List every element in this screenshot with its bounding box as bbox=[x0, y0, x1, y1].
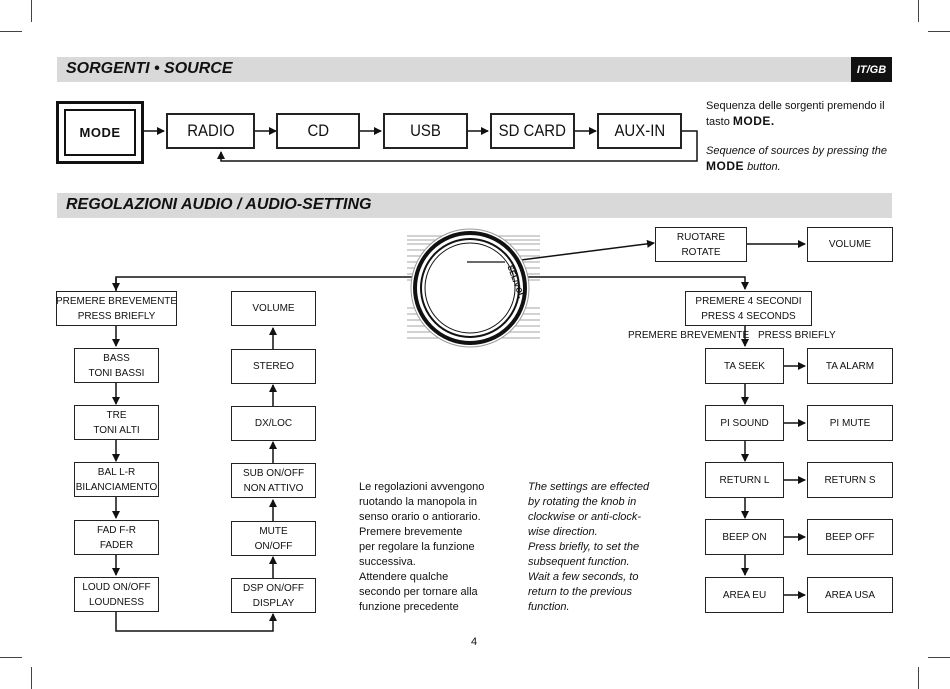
crop-mark bbox=[0, 657, 22, 658]
mode-word: MODE. bbox=[732, 114, 775, 128]
beep-on-box: BEEP ON bbox=[705, 519, 784, 555]
source-cd: CD bbox=[276, 113, 360, 149]
crop-mark bbox=[918, 0, 919, 22]
mode-button[interactable]: MODE bbox=[56, 101, 144, 164]
crop-mark bbox=[31, 0, 32, 22]
area-eu-box: AREA EU bbox=[705, 577, 784, 613]
volume-box: VOLUME bbox=[231, 291, 316, 326]
stereo-box: STEREO bbox=[231, 349, 316, 384]
page-number: 4 bbox=[471, 636, 478, 648]
return-l-box: RETURN L bbox=[705, 462, 784, 498]
crop-mark bbox=[0, 31, 22, 32]
notes-gb: The settings are effected by rotating th… bbox=[528, 481, 650, 613]
pi-mute-box: PI MUTE bbox=[807, 405, 893, 441]
crop-mark bbox=[918, 667, 919, 689]
crop-mark bbox=[928, 31, 950, 32]
return-s-box: RETURN S bbox=[807, 462, 893, 498]
area-usa-box: AREA USA bbox=[807, 577, 893, 613]
ta-alarm-box: TA ALARM bbox=[807, 348, 893, 384]
ta-seek-box: TA SEEK bbox=[705, 348, 784, 384]
sources-header-bar: SORGENTI • SOURCE bbox=[57, 57, 892, 82]
volume-box-rotate: VOLUME bbox=[807, 227, 893, 262]
press-briefly-box: PREMERE BREVEMENTE PRESS BRIEFLY bbox=[56, 291, 177, 326]
source-radio: RADIO bbox=[166, 113, 255, 149]
lang-badge: IT/GB bbox=[851, 57, 892, 82]
source-sd-card: SD CARD bbox=[490, 113, 575, 149]
source-usb: USB bbox=[383, 113, 468, 149]
sources-note-gb-line2: MODE button. bbox=[706, 159, 781, 173]
pi-sound-box: PI SOUND bbox=[705, 405, 784, 441]
dx-loc-box: DX/LOC bbox=[231, 406, 316, 441]
press-4-seconds-box: PREMERE 4 SECONDI PRESS 4 SECONDS bbox=[685, 291, 812, 326]
mode-button-label: MODE bbox=[64, 109, 136, 156]
crop-mark bbox=[928, 657, 950, 658]
rotate-box: RUOTARE ROTATE bbox=[655, 227, 747, 262]
audio-title: REGOLAZIONI AUDIO / AUDIO-SETTING bbox=[66, 196, 372, 213]
crop-mark bbox=[31, 667, 32, 689]
source-aux-in: AUX-IN bbox=[597, 113, 682, 149]
beep-off-box: BEEP OFF bbox=[807, 519, 893, 555]
sources-note-it-line2: tasto MODE. bbox=[706, 114, 775, 128]
sources-note-it-line1: Sequenza delle sorgenti premendo il bbox=[706, 100, 885, 112]
audio-header-bar: REGOLAZIONI AUDIO / AUDIO-SETTING bbox=[57, 193, 892, 218]
notes-it: Le regolazioni avvengono ruotando la man… bbox=[359, 481, 485, 613]
briefly-it-label: PREMERE BREVEMENTE bbox=[628, 330, 750, 341]
knob-icon bbox=[407, 228, 540, 348]
briefly-gb-label: PRESS BRIEFLY bbox=[758, 330, 836, 341]
mode-word: MODE bbox=[706, 159, 744, 173]
sources-note-gb-line1: Sequence of sources by pressing the bbox=[706, 145, 888, 157]
sources-title: SORGENTI • SOURCE bbox=[66, 60, 233, 77]
